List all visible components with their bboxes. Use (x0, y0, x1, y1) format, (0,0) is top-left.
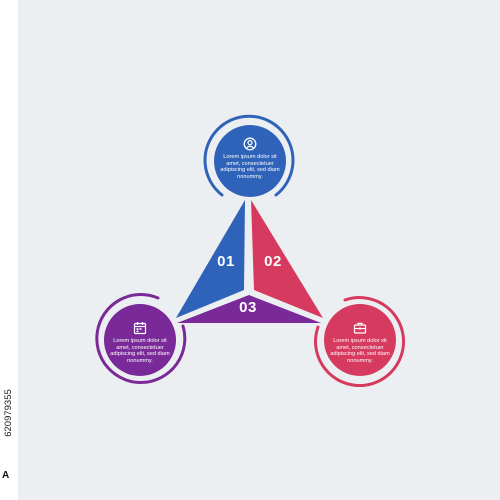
top-node-circle (214, 125, 286, 197)
segment-02-label: 02 (264, 253, 282, 270)
top-node-ring (203, 114, 295, 197)
stock-sidebar (0, 0, 18, 500)
briefcase-icon (353, 322, 367, 334)
stock-logo: A (2, 470, 10, 481)
stock-id: 620979355 (3, 389, 14, 437)
segment-03 (177, 295, 321, 323)
right-node-ring (314, 296, 406, 388)
left-node-text: Lorem ipsum dolor sit amet, consectetuer… (110, 338, 170, 364)
segment-01 (176, 200, 245, 318)
segment-03-label: 03 (239, 299, 257, 316)
segment-02 (251, 200, 323, 318)
right-node-circle (324, 304, 396, 376)
right-node-text: Lorem ipsum dolor sit amet, consectetuer… (330, 338, 390, 364)
segment-01-label: 01 (217, 253, 235, 270)
calendar-icon (133, 322, 147, 335)
left-node-circle (104, 304, 176, 376)
left-node-ring (95, 293, 187, 384)
user-icon (243, 137, 257, 151)
top-node-text: Lorem ipsum dolor sit amet, consectetuer… (220, 154, 280, 180)
